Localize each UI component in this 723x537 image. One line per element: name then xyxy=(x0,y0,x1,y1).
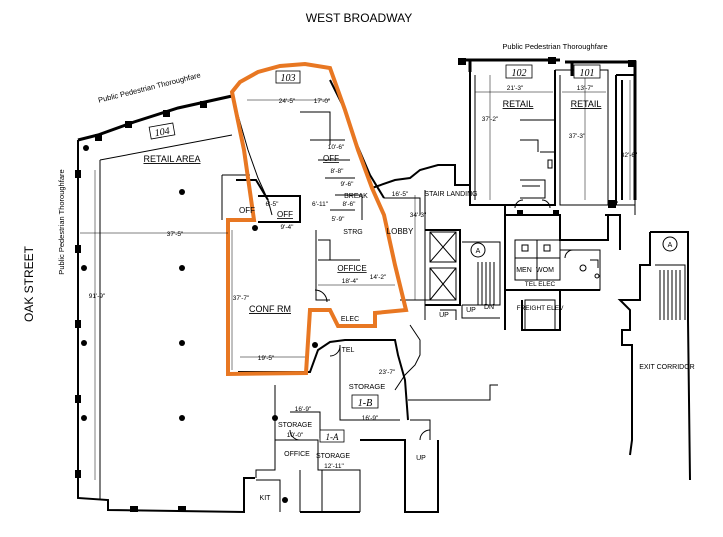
room-storage-a: STORAGE xyxy=(278,422,312,429)
svg-text:17'-0": 17'-0" xyxy=(314,98,331,105)
room-lobby: LOBBY xyxy=(387,227,414,236)
stair-up-1: UP xyxy=(466,307,476,314)
accessible-a-2: A xyxy=(668,242,673,249)
svg-text:18'-4": 18'-4" xyxy=(342,278,359,285)
unit-1a-tag: 1-A xyxy=(319,429,345,443)
room-storage-b: STORAGE xyxy=(316,453,350,460)
pilasters xyxy=(75,101,207,512)
room-men: MEN xyxy=(516,267,532,274)
thoroughfare-west: Public Pedestrian Thoroughfare xyxy=(57,169,66,274)
thoroughfare-top-right: Public Pedestrian Thoroughfare xyxy=(502,42,607,51)
room-retail-101: RETAIL xyxy=(571,99,602,109)
svg-text:16'-5": 16'-5" xyxy=(392,191,409,198)
svg-text:8'-8": 8'-8" xyxy=(331,168,345,175)
svg-text:37'-2": 37'-2" xyxy=(482,116,499,123)
room-off-3: OFF xyxy=(277,210,293,219)
room-elec: ELEC xyxy=(341,316,359,323)
labels: WEST BROADWAY OAK STREET Public Pedestri… xyxy=(22,11,695,502)
svg-text:34'-3": 34'-3" xyxy=(410,212,427,219)
street-north: WEST BROADWAY xyxy=(306,11,412,25)
room-off-1: OFF xyxy=(323,154,339,163)
svg-text:37'-5": 37'-5" xyxy=(167,231,184,238)
svg-text:14'-2": 14'-2" xyxy=(370,274,387,281)
street-west: OAK STREET xyxy=(22,245,36,322)
svg-text:21'-3": 21'-3" xyxy=(507,85,524,92)
unit-103-tag: 103 xyxy=(275,70,301,84)
svg-text:102: 102 xyxy=(512,68,527,79)
svg-text:6'-11": 6'-11" xyxy=(312,201,329,208)
svg-text:32'-6": 32'-6" xyxy=(621,152,638,159)
unit-101-tag: 101 xyxy=(573,64,601,79)
svg-text:24'-5": 24'-5" xyxy=(279,98,296,105)
svg-text:101: 101 xyxy=(580,68,595,79)
room-break: BREAK xyxy=(344,193,368,200)
svg-text:6'-5": 6'-5" xyxy=(266,201,280,208)
svg-text:9'-6": 9'-6" xyxy=(341,181,355,188)
svg-text:16'-9": 16'-9" xyxy=(295,406,312,413)
room-office-2: OFFICE xyxy=(284,451,310,458)
room-wom: WOM xyxy=(536,267,554,274)
room-conf-rm: CONF RM xyxy=(249,304,291,314)
svg-text:1-B: 1-B xyxy=(358,398,372,409)
room-storage-1b: STORAGE xyxy=(349,382,386,391)
stair-up-3: UP xyxy=(416,455,426,462)
svg-text:10'-0": 10'-0" xyxy=(287,432,304,439)
svg-text:13'-7": 13'-7" xyxy=(577,85,594,92)
svg-text:91'-9": 91'-9" xyxy=(89,293,106,300)
building-east-walls xyxy=(463,58,691,481)
svg-text:12'-11": 12'-11" xyxy=(324,463,344,470)
stair-up-2: UP xyxy=(439,312,449,319)
door-marks xyxy=(458,57,636,216)
svg-text:103: 103 xyxy=(281,73,296,84)
room-retail-area: RETAIL AREA xyxy=(143,154,200,164)
structural-columns xyxy=(81,145,318,503)
svg-text:19'-5": 19'-5" xyxy=(258,355,275,362)
thoroughfare-top-left: Public Pedestrian Thoroughfare xyxy=(97,70,201,104)
svg-text:10'-6": 10'-6" xyxy=(328,144,345,151)
room-tel-elec: TEL ELEC xyxy=(525,281,556,288)
room-freight-elev: FREIGHT ELEV xyxy=(517,305,565,312)
accessible-a-1: A xyxy=(476,248,481,255)
svg-text:23'-7": 23'-7" xyxy=(379,369,396,376)
room-stair-landing-1: STAIR LANDING xyxy=(424,191,477,198)
dimension-lines xyxy=(80,75,631,480)
room-kit: KIT xyxy=(260,495,272,502)
room-off-2: OFF xyxy=(239,206,255,215)
dimension-labels: 24'-5" 17'-0" 21'-3" 13'-7" 37'-2" 37'-3… xyxy=(89,85,638,470)
svg-text:9'-4": 9'-4" xyxy=(281,224,295,231)
svg-text:8'-6": 8'-6" xyxy=(343,201,357,208)
building-104-walls xyxy=(77,94,498,514)
unit-104-tag: 104 xyxy=(148,122,176,140)
svg-text:1-A: 1-A xyxy=(326,432,339,442)
unit-1b-tag: 1-B xyxy=(351,394,379,409)
room-office: OFFICE xyxy=(337,264,366,273)
svg-text:5'-9": 5'-9" xyxy=(332,216,346,223)
room-strg: STRG xyxy=(343,229,362,236)
svg-text:16'-9": 16'-9" xyxy=(362,415,379,422)
room-exit-corridor: EXIT CORRIDOR xyxy=(639,364,695,371)
highlighted-suite-outline xyxy=(226,61,409,377)
svg-text:104: 104 xyxy=(154,126,171,139)
unit-102-tag: 102 xyxy=(505,64,533,79)
stair-dn-1: DN xyxy=(484,304,494,311)
svg-text:37'-7": 37'-7" xyxy=(233,295,250,302)
svg-text:37'-3": 37'-3" xyxy=(569,133,586,140)
room-tel: TEL xyxy=(342,347,355,354)
room-retail-102: RETAIL xyxy=(503,99,534,109)
